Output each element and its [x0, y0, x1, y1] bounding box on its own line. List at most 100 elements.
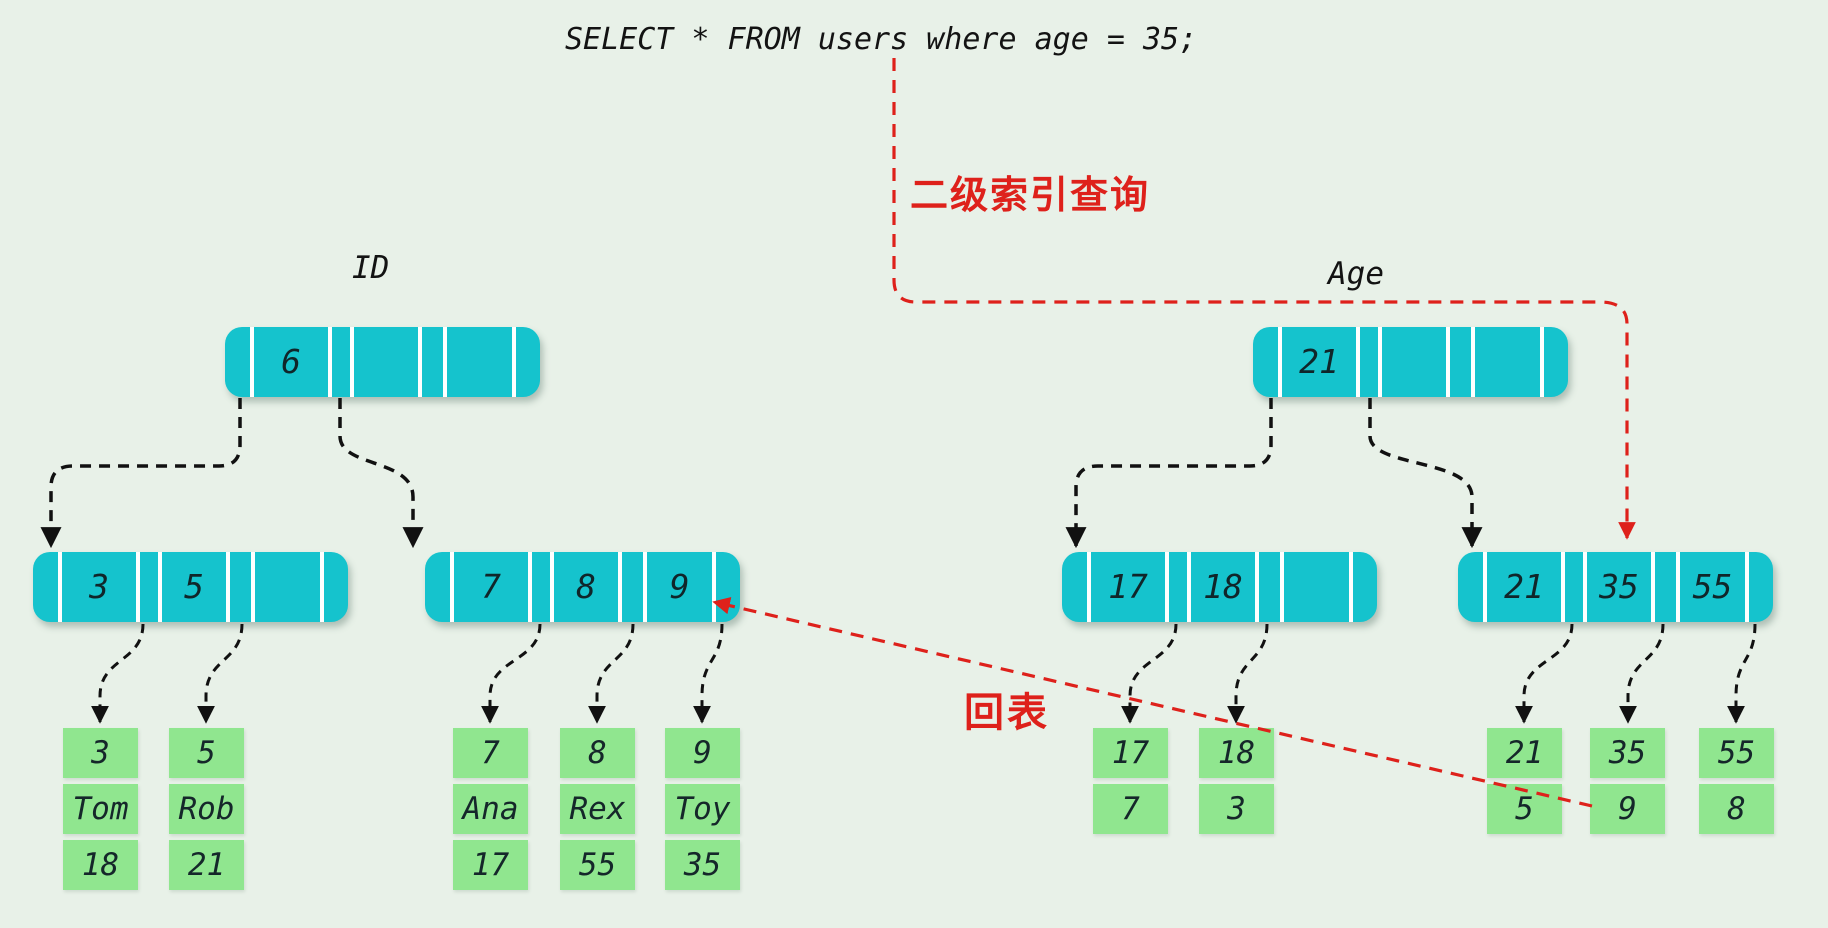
node-key [1284, 552, 1349, 622]
index-entry-age-17: 17 7 [1093, 728, 1168, 834]
node-separator [1165, 552, 1169, 622]
record-cell: 55 [560, 840, 635, 890]
node-separator [328, 327, 332, 397]
node-separator [251, 552, 255, 622]
node-key: 18 [1203, 567, 1243, 606]
age-tree-label: Age [1328, 256, 1384, 292]
record-cell: 35 [1590, 728, 1665, 778]
id-root-node: 6 [225, 327, 540, 397]
node-separator [136, 552, 140, 622]
node-key: 17 [1108, 567, 1148, 606]
node-separator [1255, 552, 1259, 622]
node-separator [1356, 327, 1360, 397]
node-separator [350, 327, 354, 397]
record-cell: Rex [560, 784, 635, 834]
node-separator [450, 552, 454, 622]
record-cell: Ana [453, 784, 528, 834]
record-cell: 17 [1093, 728, 1168, 778]
record-cell: Toy [665, 784, 740, 834]
node-separator [1745, 552, 1749, 622]
node-separator [512, 327, 516, 397]
node-separator [1651, 552, 1655, 622]
id-leaf-node-left: 3 5 [33, 552, 348, 622]
node-separator [1349, 552, 1353, 622]
node-separator [643, 552, 647, 622]
node-key: 3 [89, 567, 109, 606]
node-key [1475, 327, 1540, 397]
record-cell: 7 [453, 728, 528, 778]
back-to-table-label: 回表 [964, 690, 1050, 736]
age-root-node: 21 [1253, 327, 1568, 397]
record-cell: 7 [1093, 784, 1168, 834]
node-separator [1483, 552, 1487, 622]
record-cell: 55 [1699, 728, 1774, 778]
record-cell: 5 [169, 728, 244, 778]
index-entry-age-35: 35 9 [1590, 728, 1665, 834]
record-row-id-9: 9 Toy 35 [665, 728, 740, 890]
record-cell: 21 [1487, 728, 1562, 778]
node-key: 21 [1299, 342, 1339, 381]
record-cell: 8 [1699, 784, 1774, 834]
node-separator [226, 552, 230, 622]
node-separator [1540, 327, 1544, 397]
record-cell: 35 [665, 840, 740, 890]
node-separator [1676, 552, 1680, 622]
node-separator [1187, 552, 1191, 622]
node-key [255, 552, 320, 622]
age-leaf-node-right: 21 35 55 [1458, 552, 1773, 622]
age-leaf-node-left: 17 18 [1062, 552, 1377, 622]
node-key: 21 [1504, 567, 1544, 606]
secondary-index-query-label: 二级索引查询 [910, 173, 1151, 217]
node-key: 5 [184, 567, 204, 606]
record-cell: 18 [63, 840, 138, 890]
record-row-id-8: 8 Rex 55 [560, 728, 635, 890]
node-separator [443, 327, 447, 397]
record-cell: 9 [665, 728, 740, 778]
id-tree-label: ID [352, 250, 390, 286]
record-cell: 5 [1487, 784, 1562, 834]
node-separator [58, 552, 62, 622]
secondary-index-query-arrow [892, 58, 1636, 540]
node-key: 7 [481, 567, 501, 606]
root-to-leaf-connectors [40, 398, 1483, 549]
node-separator [418, 327, 422, 397]
node-separator [618, 552, 622, 622]
record-row-id-7: 7 Ana 17 [453, 728, 528, 890]
record-cell: 3 [63, 728, 138, 778]
record-cell: Tom [63, 784, 138, 834]
index-entry-age-55: 55 8 [1699, 728, 1774, 834]
record-cell: 21 [169, 840, 244, 890]
node-key: 8 [576, 567, 596, 606]
record-cell: 9 [1590, 784, 1665, 834]
node-separator [550, 552, 554, 622]
node-key: 55 [1692, 567, 1733, 606]
record-cell: 3 [1199, 784, 1274, 834]
node-separator [1561, 552, 1565, 622]
record-cell: 17 [453, 840, 528, 890]
node-key: 9 [669, 567, 690, 606]
record-cell: Rob [169, 784, 244, 834]
node-separator [1280, 552, 1284, 622]
node-separator [250, 327, 254, 397]
node-key [447, 327, 512, 397]
node-separator [158, 552, 162, 622]
node-key [354, 327, 418, 397]
index-entry-age-18: 18 3 [1199, 728, 1274, 834]
node-separator [320, 552, 324, 622]
node-separator [1087, 552, 1091, 622]
node-key: 6 [281, 342, 301, 381]
node-separator [1446, 327, 1450, 397]
id-leaf-node-right: 7 8 9 [425, 552, 740, 622]
node-separator [528, 552, 532, 622]
node-key [1382, 327, 1446, 397]
record-row-id-5: 5 Rob 21 [169, 728, 244, 890]
node-separator [712, 552, 716, 622]
sql-query-text: SELECT * FROM users where age = 35; [565, 22, 1198, 57]
node-key: 35 [1599, 567, 1639, 606]
leaf-to-record-connectors [91, 623, 1757, 724]
node-separator [1583, 552, 1587, 622]
record-cell: 8 [560, 728, 635, 778]
record-cell: 18 [1199, 728, 1274, 778]
index-entry-age-21: 21 5 [1487, 728, 1562, 834]
